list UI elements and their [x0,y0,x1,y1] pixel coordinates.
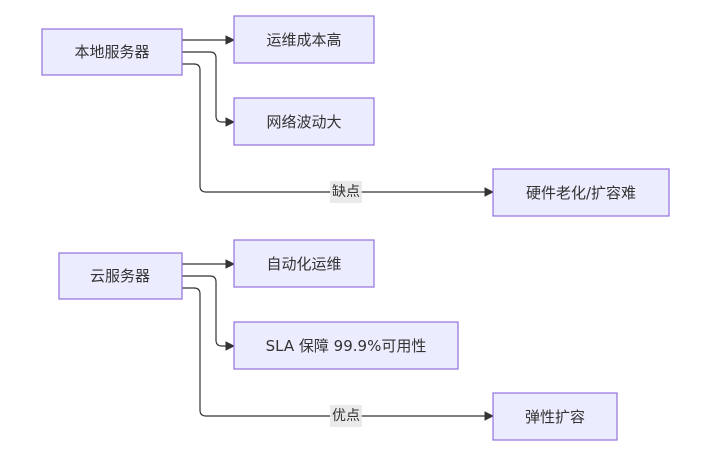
edge-label-pros: 优点 [330,405,362,427]
node-sla-guarantee-label: SLA 保障 99.9%可用性 [266,337,427,355]
node-cloud-server-label: 云服务器 [90,267,150,285]
node-local-server[interactable]: 本地服务器 [41,28,183,76]
node-auto-ops[interactable]: 自动化运维 [233,239,375,288]
edge-local-to-network [182,51,235,127]
node-network-fluctuation-label: 网络波动大 [266,113,341,131]
edge-label-pros-text: 优点 [332,408,360,424]
node-elastic-scaling[interactable]: 弹性扩容 [492,392,618,441]
node-cloud-server[interactable]: 云服务器 [58,252,183,300]
node-network-fluctuation[interactable]: 网络波动大 [233,97,375,146]
node-auto-ops-label: 自动化运维 [266,255,341,273]
node-local-server-label: 本地服务器 [74,43,149,61]
node-sla-guarantee[interactable]: SLA 保障 99.9%可用性 [233,321,459,370]
node-elastic-scaling-label: 弹性扩容 [525,408,585,426]
node-hardware-aging[interactable]: 硬件老化/扩容难 [492,168,670,217]
edge-cloud-to-sla [182,275,235,351]
edge-cloud-to-elastic [182,287,494,421]
node-high-ops-cost[interactable]: 运维成本高 [233,15,375,64]
edge-label-cons: 缺点 [330,181,362,203]
edge-local-to-hardware [182,63,494,197]
node-high-ops-cost-label: 运维成本高 [266,31,341,49]
edge-label-cons-text: 缺点 [332,184,360,200]
node-hardware-aging-label: 硬件老化/扩容难 [526,184,636,202]
